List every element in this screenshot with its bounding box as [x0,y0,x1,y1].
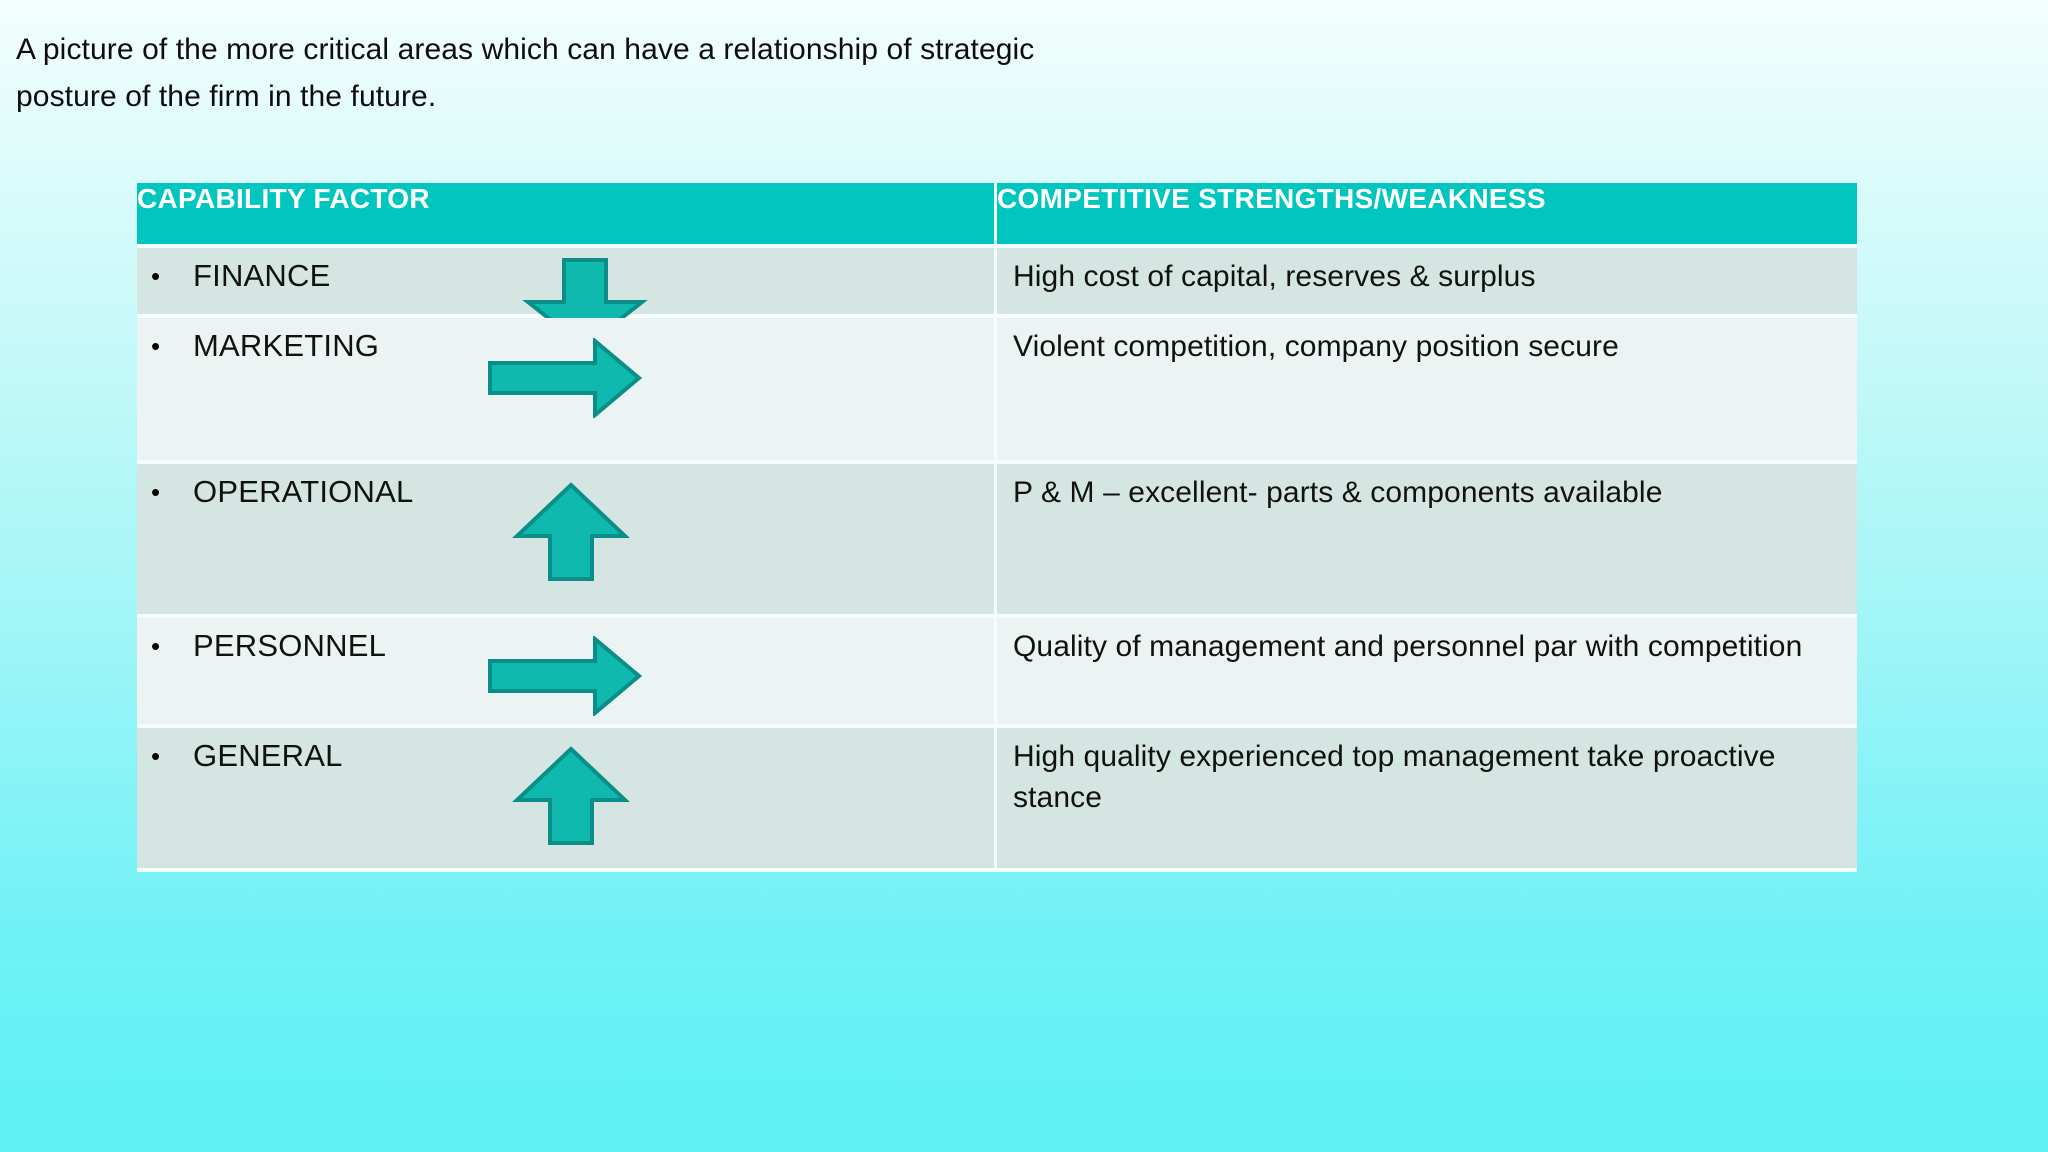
table-row: • OPERATIONAL P & M – excellent- parts &… [137,464,1857,618]
description-text: High quality experienced top management … [1013,740,1776,814]
cell-capability-factor: • FINANCE [137,248,997,350]
table-row: • PERSONNEL Quality of management and pe… [137,618,1857,728]
table-body: • FINANCE High cost of capital, reserves… [137,248,1857,872]
factor-label: GENERAL [193,738,343,773]
bullet-icon: • [151,741,161,771]
factor-label: MARKETING [193,328,380,363]
cell-competitive-strength: P & M – excellent- parts & components av… [997,464,1857,618]
table-row: • MARKETING Violent competition, company… [137,318,1857,464]
factor-label: PERSONNEL [193,628,387,663]
factor-label: FINANCE [193,258,331,293]
cell-competitive-strength: High quality experienced top management … [997,728,1857,872]
capability-factor-table: CAPABILITY FACTOR COMPETITIVE STRENGTHS/… [137,183,1857,872]
table-header: CAPABILITY FACTOR COMPETITIVE STRENGTHS/… [137,183,1857,248]
cell-capability-factor: • OPERATIONAL [137,464,997,618]
column-header-competitive-strengths-weakness: COMPETITIVE STRENGTHS/WEAKNESS [997,183,1857,248]
cell-capability-factor: • GENERAL [137,728,997,872]
cell-competitive-strength: Violent competition, company position se… [997,318,1857,464]
table-row: • FINANCE High cost of capital, reserves… [137,248,1857,350]
bullet-icon: • [151,261,161,291]
factor-label: OPERATIONAL [193,474,414,509]
description-text: Violent competition, company position se… [1013,330,1619,363]
table-row: • GENERAL High quality experienced top m… [137,728,1857,872]
column-header-capability-factor: CAPABILITY FACTOR [137,183,997,248]
cell-capability-factor: • PERSONNEL [137,618,997,728]
cell-competitive-strength: High cost of capital, reserves & surplus [997,248,1857,318]
table-header-row: CAPABILITY FACTOR COMPETITIVE STRENGTHS/… [137,183,1857,248]
bullet-icon: • [151,331,161,361]
bullet-icon: • [151,631,161,661]
bullet-icon: • [151,477,161,507]
description-text: High cost of capital, reserves & surplus [1013,260,1536,293]
description-text: Quality of management and personnel par … [1013,630,1803,663]
description-text: P & M – excellent- parts & components av… [1013,476,1663,509]
cell-competitive-strength: Quality of management and personnel par … [997,618,1857,728]
cell-capability-factor: • MARKETING [137,318,997,464]
slide-intro-text: A picture of the more critical areas whi… [16,33,1035,113]
